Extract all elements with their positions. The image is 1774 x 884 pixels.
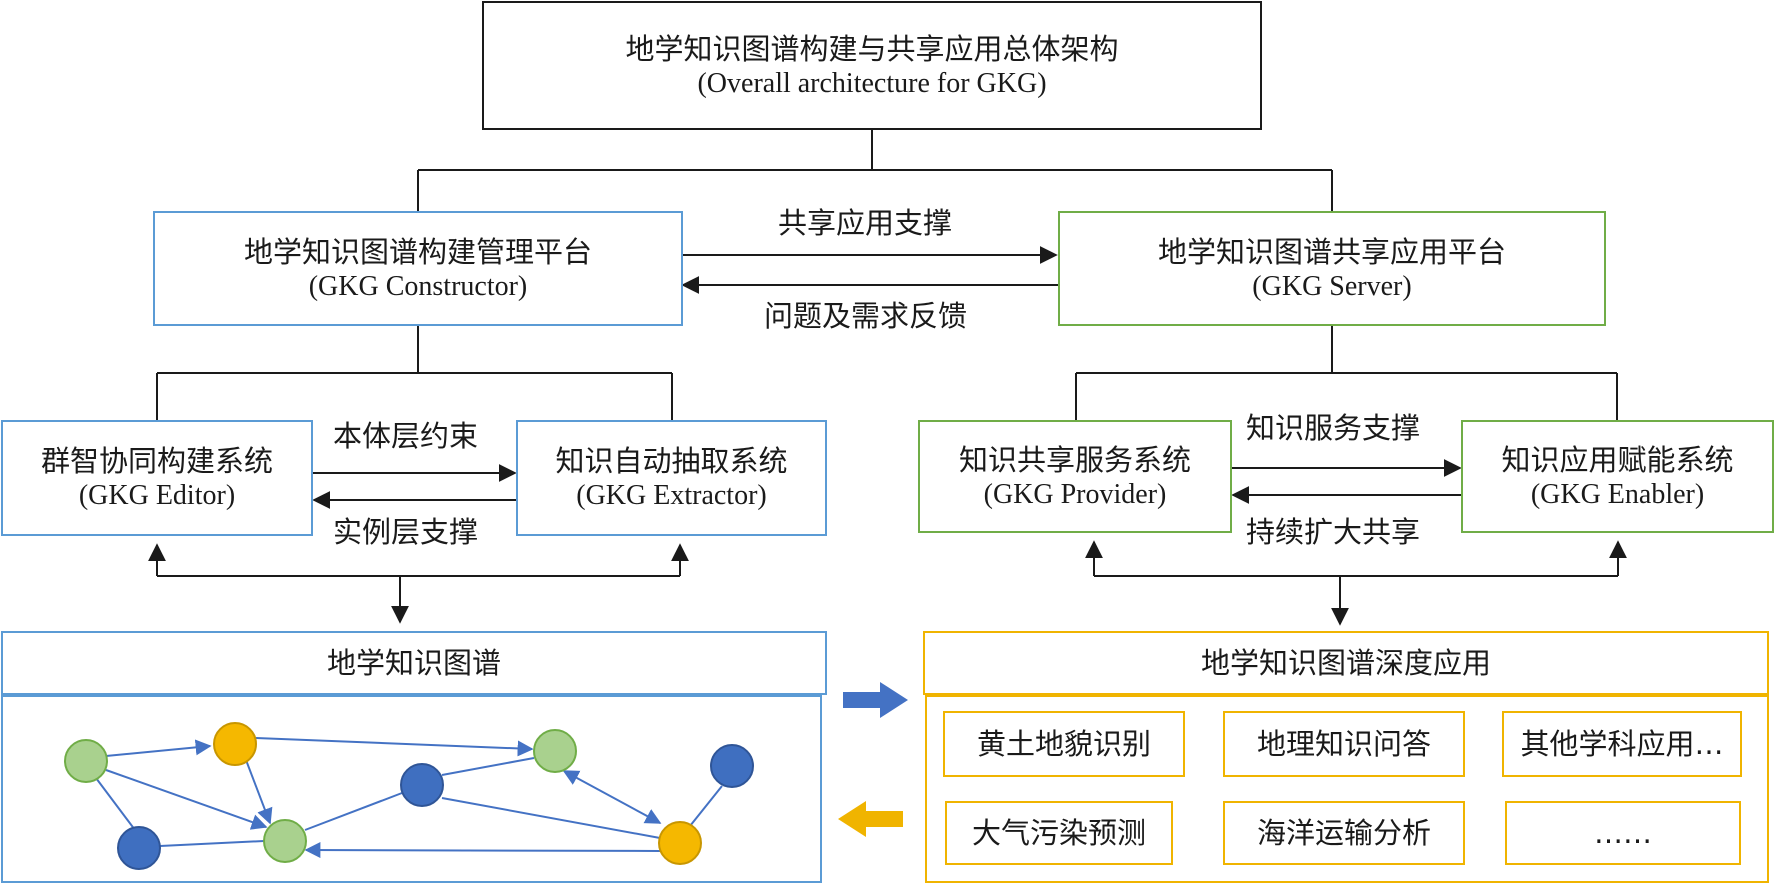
gkg-server-title: 地学知识图谱共享应用平台 [1157,234,1506,269]
app-more: …… [1505,801,1741,865]
link-label-knowledge-service: 知识服务支撑 [1246,411,1421,445]
app-air-pollution: 大气污染预测 [945,801,1173,865]
gkg-extractor-title: 知识自动抽取系统 [555,444,788,478]
gkg-provider-title: 知识共享服务系统 [958,442,1191,477]
kg-title-box: 地学知识图谱 [1,631,827,695]
server-sub-arrows [1231,459,1462,504]
gkg-extractor-box: 知识自动抽取系统 (GKG Extractor) [516,420,827,536]
arrow-left-icon [838,801,903,837]
deep-apps-title: 地学知识图谱深度应用 [1200,646,1491,680]
top-tree-lines [417,130,1333,211]
gkg-enabler-box: 知识应用赋能系统 (GKG Enabler) [1461,420,1774,533]
link-label-ontology-constraint: 本体层约束 [333,419,479,453]
gkg-enabler-subtitle: (GKG Enabler) [1530,478,1705,510]
gkg-editor-subtitle: (GKG Editor) [78,480,236,511]
gkg-server-box: 地学知识图谱共享应用平台 (GKG Server) [1058,211,1606,326]
gkg-constructor-subtitle: (GKG Constructor) [308,270,528,302]
server-tree-lines [1075,326,1618,420]
constructor-tree-lines [156,326,673,420]
link-label-shared-support: 共享应用支撑 [778,206,953,240]
gkg-editor-box: 群智协同构建系统 (GKG Editor) [1,420,313,536]
app-loess-landform: 黄土地貌识别 [943,711,1185,777]
gkg-provider-subtitle: (GKG Provider) [983,478,1167,510]
app-other-disciplines: 其他学科应用… [1502,711,1742,777]
kg-graph-panel [1,695,822,883]
apps-fork [1085,540,1627,626]
kg-fork [148,543,689,624]
constructor-sub-arrows [312,464,517,509]
app-ocean-transport: 海洋运输分析 [1223,801,1465,865]
gkg-extractor-subtitle: (GKG Extractor) [576,480,767,511]
gkg-provider-box: 知识共享服务系统 (GKG Provider) [918,420,1232,533]
link-label-instance-support: 实例层支撑 [333,515,479,549]
link-label-expand-sharing: 持续扩大共享 [1246,515,1421,549]
deep-apps-title-box: 地学知识图谱深度应用 [923,631,1769,695]
gkg-enabler-title: 知识应用赋能系统 [1501,442,1734,477]
kg-title: 地学知识图谱 [326,646,501,680]
overall-architecture-title: 地学知识图谱构建与共享应用总体架构 [625,31,1119,66]
gkg-constructor-box: 地学知识图谱构建管理平台 (GKG Constructor) [153,211,683,326]
arrow-right-icon [843,682,908,718]
app-geo-qa: 地理知识问答 [1223,711,1465,777]
gkg-constructor-title: 地学知识图谱构建管理平台 [243,234,592,269]
gkg-server-subtitle: (GKG Server) [1252,270,1412,302]
overall-architecture-box: 地学知识图谱构建与共享应用总体架构 (Overall architecture … [482,1,1262,130]
overall-architecture-subtitle: (Overall architecture for GKG) [697,67,1047,99]
link-label-feedback: 问题及需求反馈 [764,299,968,333]
platform-arrows [681,246,1058,294]
gkg-editor-title: 群智协同构建系统 [40,444,273,478]
